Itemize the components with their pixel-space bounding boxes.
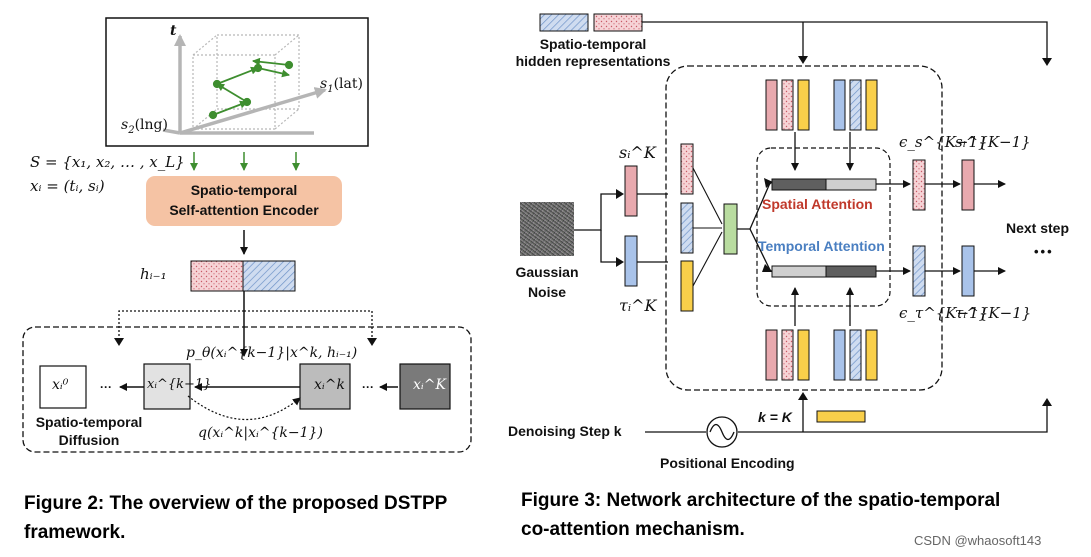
eps-s-token [912,159,926,211]
hidden-rep-wires [642,21,1048,62]
hidden-state-label: hᵢ₋₁ [140,265,167,283]
trajectory [208,57,294,120]
denoising-step-label: Denoising Step k [508,423,622,439]
conditioning-lines [118,310,373,340]
xk-label: xᵢ^k [314,377,345,393]
xK-label: xᵢ^K [413,377,446,393]
top-token-stack [765,79,878,131]
figure3-caption: Figure 3: Network architecture of the sp… [521,490,1001,540]
spatial-bar-dark [771,178,827,191]
ellipsis-right: ··· [362,380,374,394]
noise-wires [574,193,668,263]
eps-tau-label: ϵ_τ^{K−1} [899,304,989,322]
token-yellow [680,260,694,312]
token-dotted [680,143,694,195]
xK-box [399,363,451,410]
s-input-token [624,165,638,217]
reverse-process-label: p_θ(xᵢ^{k−1}|x^k, hᵢ₋₁) [186,345,358,361]
x0-box [39,365,87,409]
s1-axis [179,87,327,135]
ellipsis-left: ··· [100,380,112,394]
denoising-wires [645,398,1048,433]
tau-output-label: τᵢ^{K−1} [955,304,1032,322]
next-step-label: Next step [1006,220,1070,236]
tau-input-token [624,235,638,287]
forward-process-arrow [187,395,301,421]
eps-tau-token [912,245,926,297]
forward-process-label: q(xᵢ^k|xᵢ^{k−1}) [198,425,323,441]
hidden-representations-label: Spatio-temporal hidden representations [515,36,671,69]
next-step-dots: ••• [1034,244,1054,259]
eps-s-label: ϵ_s^{K−1} [899,133,988,151]
self-attention-encoder: Spatio-temporal Self-attention Encoder [146,176,342,226]
hidden-rep-hatched [539,13,589,32]
gaussian-noise-image [520,202,574,256]
s2-axis-label: s2(lng) [121,117,168,136]
xk1-label: xᵢ^{k−1} [147,377,212,392]
fan-in [692,167,723,287]
tau-input-label: τᵢ^K [619,296,657,315]
gaussian-noise-label: Gaussian Noise [515,264,579,300]
s1-axis-label: s1(lat) [320,76,363,95]
temporal-attention-label: Temporal Attention [758,238,885,254]
space-time-box [105,17,369,147]
positional-encoding-label: Positional Encoding [660,455,795,471]
co-attention-frame [665,65,943,391]
figure2-caption: Figure 2: The overview of the proposed D… [24,493,448,543]
s-output-token [961,159,975,211]
encoder-input-arrows [190,152,300,171]
token-hatched [680,202,694,254]
axes [162,34,327,135]
spatial-bar-light [825,178,877,191]
event-definition: xᵢ = (tᵢ, sᵢ) [30,177,105,195]
attention-frame [756,147,891,307]
spatial-attention-label: Spatial Attention [762,196,873,212]
k-equals-label: k = K [758,409,792,425]
xk-box [299,363,351,410]
fused-token [723,203,738,255]
sequence-definition: S = {x₁, x₂, … , x_L} [30,153,185,171]
hidden-hatched-half [242,260,296,292]
diffusion-frame [22,326,472,453]
s-output-label: sᵢ^{K−1} [955,133,1031,151]
bottom-token-stack [765,329,878,381]
watermark: CSDN @whaosoft143 [914,533,1042,548]
temporal-bar-light [771,265,827,278]
tau-output-token [961,245,975,297]
hidden-rep-dotted [593,13,643,32]
k-embedding-token [816,410,866,423]
t-axis-label: t [170,23,177,39]
temporal-bar-dark [825,265,877,278]
hidden-dotted-half [190,260,244,292]
s-input-label: sᵢ^K [619,143,656,162]
xk1-box [143,363,191,410]
diffusion-label: Spatio-temporal Diffusion [35,414,143,448]
x0-label: xᵢ⁰ [52,377,69,393]
s2-axis-tail [162,128,181,135]
